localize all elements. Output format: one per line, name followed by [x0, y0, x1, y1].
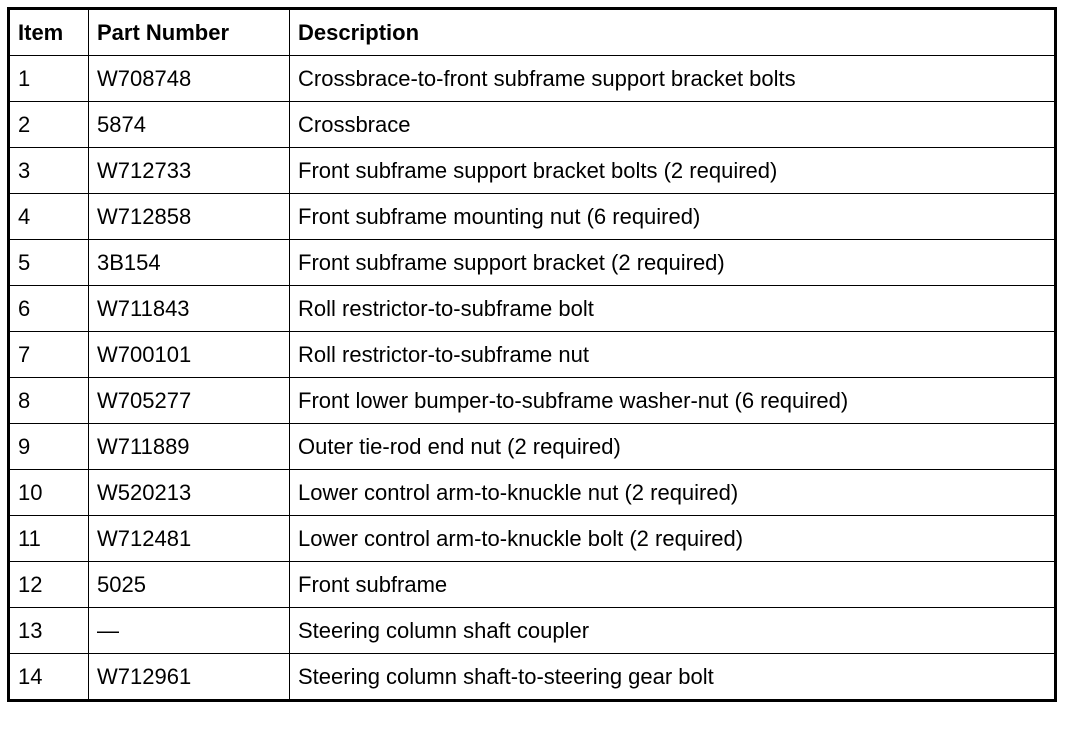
cell-description: Roll restrictor-to-subframe nut [289, 331, 1056, 378]
cell-description: Front lower bumper-to-subframe washer-nu… [289, 377, 1056, 424]
cell-part-number: W700101 [88, 331, 290, 378]
cell-description: Crossbrace [289, 101, 1056, 148]
header-item: Item [8, 8, 89, 56]
cell-item: 7 [8, 331, 89, 378]
table-row: 8 W705277 Front lower bumper-to-subframe… [8, 377, 1056, 424]
cell-description: Lower control arm-to-knuckle nut (2 requ… [289, 469, 1056, 516]
cell-description: Steering column shaft coupler [289, 607, 1056, 654]
table-row: 1 W708748 Crossbrace-to-front subframe s… [8, 55, 1056, 102]
cell-item: 1 [8, 55, 89, 102]
table-row: 14 W712961 Steering column shaft-to-stee… [8, 653, 1056, 701]
cell-description: Lower control arm-to-knuckle bolt (2 req… [289, 515, 1056, 562]
cell-part-number: W708748 [88, 55, 290, 102]
parts-table: Item Part Number Description 1 W708748 C… [7, 7, 1057, 702]
cell-part-number: W705277 [88, 377, 290, 424]
cell-item: 5 [8, 239, 89, 286]
cell-description: Roll restrictor-to-subframe bolt [289, 285, 1056, 332]
cell-item: 12 [8, 561, 89, 608]
cell-part-number: W520213 [88, 469, 290, 516]
table-row: 9 W711889 Outer tie-rod end nut (2 requi… [8, 423, 1056, 470]
cell-part-number: W712858 [88, 193, 290, 240]
table-row: 10 W520213 Lower control arm-to-knuckle … [8, 469, 1056, 516]
cell-part-number: 3B154 [88, 239, 290, 286]
table-header-row: Item Part Number Description [8, 8, 1056, 56]
cell-item: 6 [8, 285, 89, 332]
cell-description: Crossbrace-to-front subframe support bra… [289, 55, 1056, 102]
cell-description: Front subframe [289, 561, 1056, 608]
cell-description: Front subframe support bracket (2 requir… [289, 239, 1056, 286]
header-part-number: Part Number [88, 8, 290, 56]
cell-part-number: 5874 [88, 101, 290, 148]
cell-item: 9 [8, 423, 89, 470]
cell-part-number: W711889 [88, 423, 290, 470]
cell-item: 13 [8, 607, 89, 654]
table-row: 13 — Steering column shaft coupler [8, 607, 1056, 654]
cell-part-number: W712733 [88, 147, 290, 194]
table-row: 2 5874 Crossbrace [8, 101, 1056, 148]
cell-description: Steering column shaft-to-steering gear b… [289, 653, 1056, 701]
cell-item: 2 [8, 101, 89, 148]
cell-part-number: W712481 [88, 515, 290, 562]
cell-item: 4 [8, 193, 89, 240]
table-row: 11 W712481 Lower control arm-to-knuckle … [8, 515, 1056, 562]
table-row: 12 5025 Front subframe [8, 561, 1056, 608]
cell-part-number: W712961 [88, 653, 290, 701]
cell-description: Front subframe support bracket bolts (2 … [289, 147, 1056, 194]
cell-description: Front subframe mounting nut (6 required) [289, 193, 1056, 240]
table-row: 5 3B154 Front subframe support bracket (… [8, 239, 1056, 286]
cell-item: 8 [8, 377, 89, 424]
table-row: 7 W700101 Roll restrictor-to-subframe nu… [8, 331, 1056, 378]
cell-item: 10 [8, 469, 89, 516]
cell-part-number: 5025 [88, 561, 290, 608]
header-description: Description [289, 8, 1056, 56]
cell-item: 14 [8, 653, 89, 701]
cell-description: Outer tie-rod end nut (2 required) [289, 423, 1056, 470]
table-row: 3 W712733 Front subframe support bracket… [8, 147, 1056, 194]
cell-part-number: W711843 [88, 285, 290, 332]
table-row: 4 W712858 Front subframe mounting nut (6… [8, 193, 1056, 240]
cell-item: 3 [8, 147, 89, 194]
table-row: 6 W711843 Roll restrictor-to-subframe bo… [8, 285, 1056, 332]
cell-item: 11 [8, 515, 89, 562]
cell-part-number: — [88, 607, 290, 654]
